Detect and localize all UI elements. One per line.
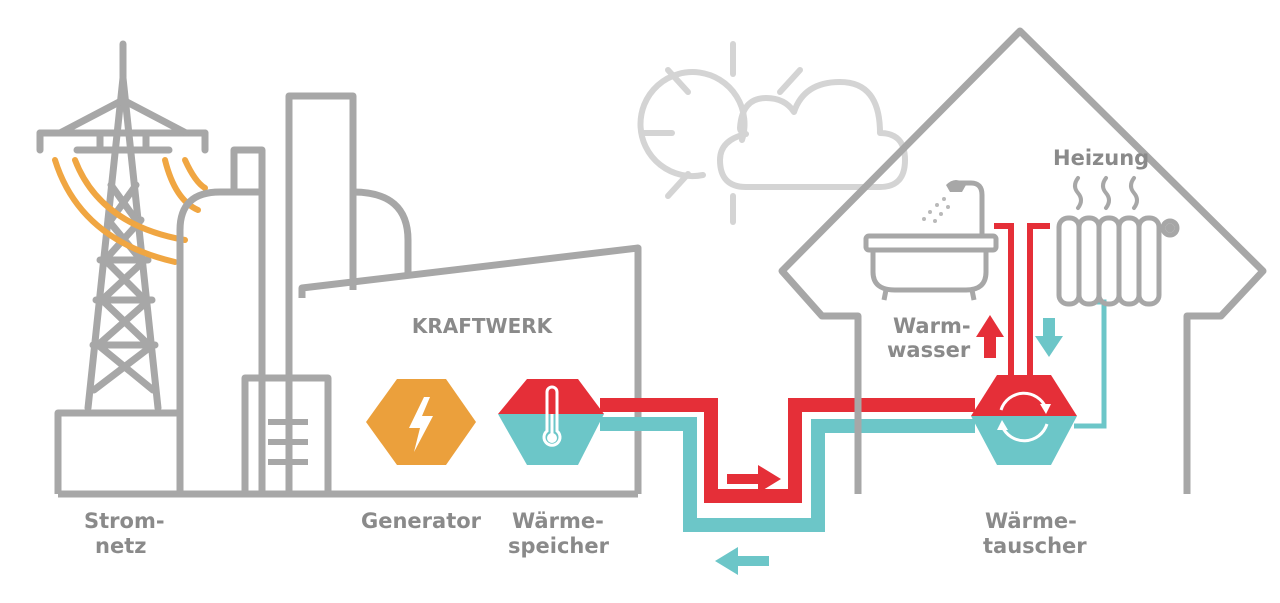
circular-arrows-icon: [997, 391, 1051, 443]
generator-label: Generator: [361, 509, 482, 533]
warmwasser-label-line2: wasser: [887, 338, 971, 362]
hot-water-riser: [994, 223, 1050, 392]
power-wires: [52, 157, 208, 265]
kraftwerk-title: KRAFTWERK: [412, 314, 554, 338]
cold-return: [1074, 299, 1107, 429]
arrow-left-icon: [715, 547, 769, 575]
waermespeicher-label-line2: speicher: [508, 534, 610, 558]
power-plant: [54, 92, 642, 498]
warmwasser-label-line1: Warm-: [893, 314, 971, 338]
sun-icon: [637, 41, 803, 225]
heizung-label: Heizung: [1053, 146, 1149, 170]
arrow-right-icon: [727, 465, 781, 493]
heat-exchanger-hexagon: [971, 375, 1077, 465]
stromnetz-label-line2: netz: [95, 534, 146, 558]
stromnetz-label-line1: Strom-: [84, 509, 165, 533]
cold-pipe: [600, 417, 975, 532]
house-outline: [778, 27, 1267, 494]
bathtub-icon: [863, 180, 999, 301]
radiator-icon: [1056, 215, 1180, 307]
thermometer-icon: [542, 385, 562, 447]
shower-icon: [922, 180, 966, 223]
waermetauscher-label-line1: Wärme-: [985, 509, 1077, 533]
waermetauscher-label-line2: tauscher: [983, 534, 1087, 558]
cloud-icon: [717, 79, 908, 190]
heat-wave-icon: [1073, 176, 1139, 210]
vent-lines: [268, 419, 308, 465]
hot-pipe: [600, 398, 975, 503]
arrow-down-icon: [1035, 318, 1063, 357]
lightning-icon: [409, 397, 433, 452]
waermespeicher-label-line1: Wärme-: [512, 509, 604, 533]
arrow-up-icon: [976, 315, 1004, 358]
